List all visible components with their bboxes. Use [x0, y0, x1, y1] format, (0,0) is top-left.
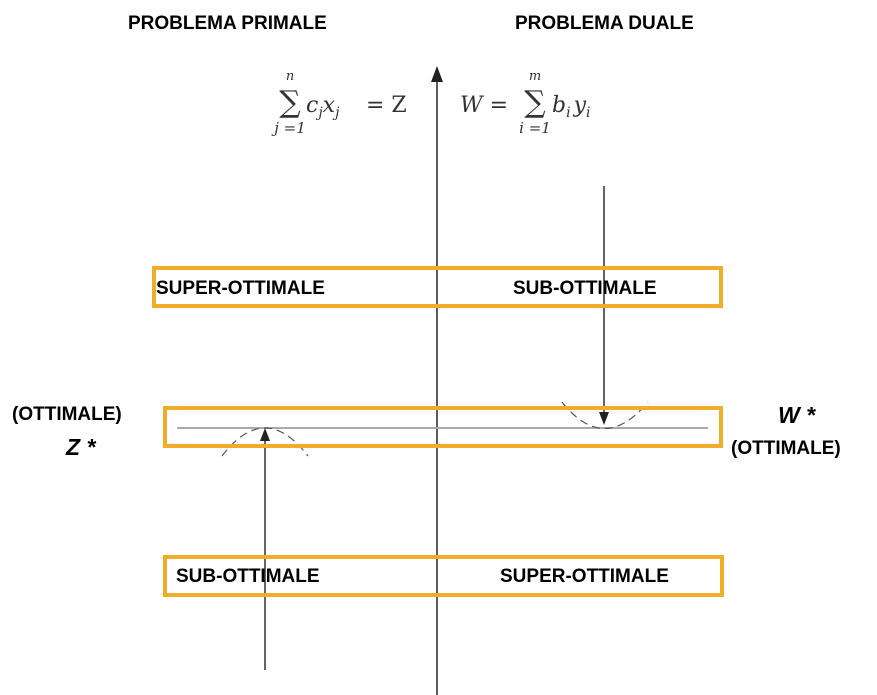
svg-text:cjxj: cjxj — [306, 93, 340, 121]
upper-left-label: SUPER-OTTIMALE — [156, 278, 325, 299]
dual-dashed-arc — [561, 401, 649, 429]
upper-right-label: SUB-OTTIMALE — [513, 278, 657, 299]
dual-arrowhead-icon — [599, 412, 609, 425]
upper-region-box — [152, 266, 723, 308]
lower-region-box — [163, 555, 724, 597]
axis-arrowhead-icon — [431, 66, 443, 82]
primal-optimum-symbol: Z * — [66, 434, 96, 460]
dual-header: PROBLEMA DUALE — [515, 13, 694, 34]
primal-sum-bottom: j =1 — [271, 119, 306, 137]
primal-sigma-icon: ∑ — [279, 85, 301, 120]
primal-arrowhead-icon — [260, 428, 270, 441]
dual-sigma-icon: ∑ — [524, 85, 546, 120]
lower-right-label: SUPER-OTTIMALE — [500, 566, 669, 587]
optimum-region-box — [163, 406, 723, 448]
dual-sum-bottom: i =1 — [519, 119, 551, 137]
dual-sum-top: m — [529, 69, 541, 84]
primal-rhs: = Z — [366, 93, 407, 118]
primal-formula: n ∑ j =1 cjxj = Z — [271, 69, 406, 137]
lower-left-label: SUB-OTTIMALE — [176, 566, 320, 587]
primal-sum-top: n — [286, 69, 294, 84]
dual-optimum-label: (OTTIMALE) — [731, 438, 841, 459]
primal-optimum-label: (OTTIMALE) — [12, 404, 122, 425]
dual-lhs: W = — [460, 93, 508, 118]
dual-optimum-symbol: W * — [778, 402, 816, 428]
primal-header: PROBLEMA PRIMALE — [128, 13, 327, 34]
